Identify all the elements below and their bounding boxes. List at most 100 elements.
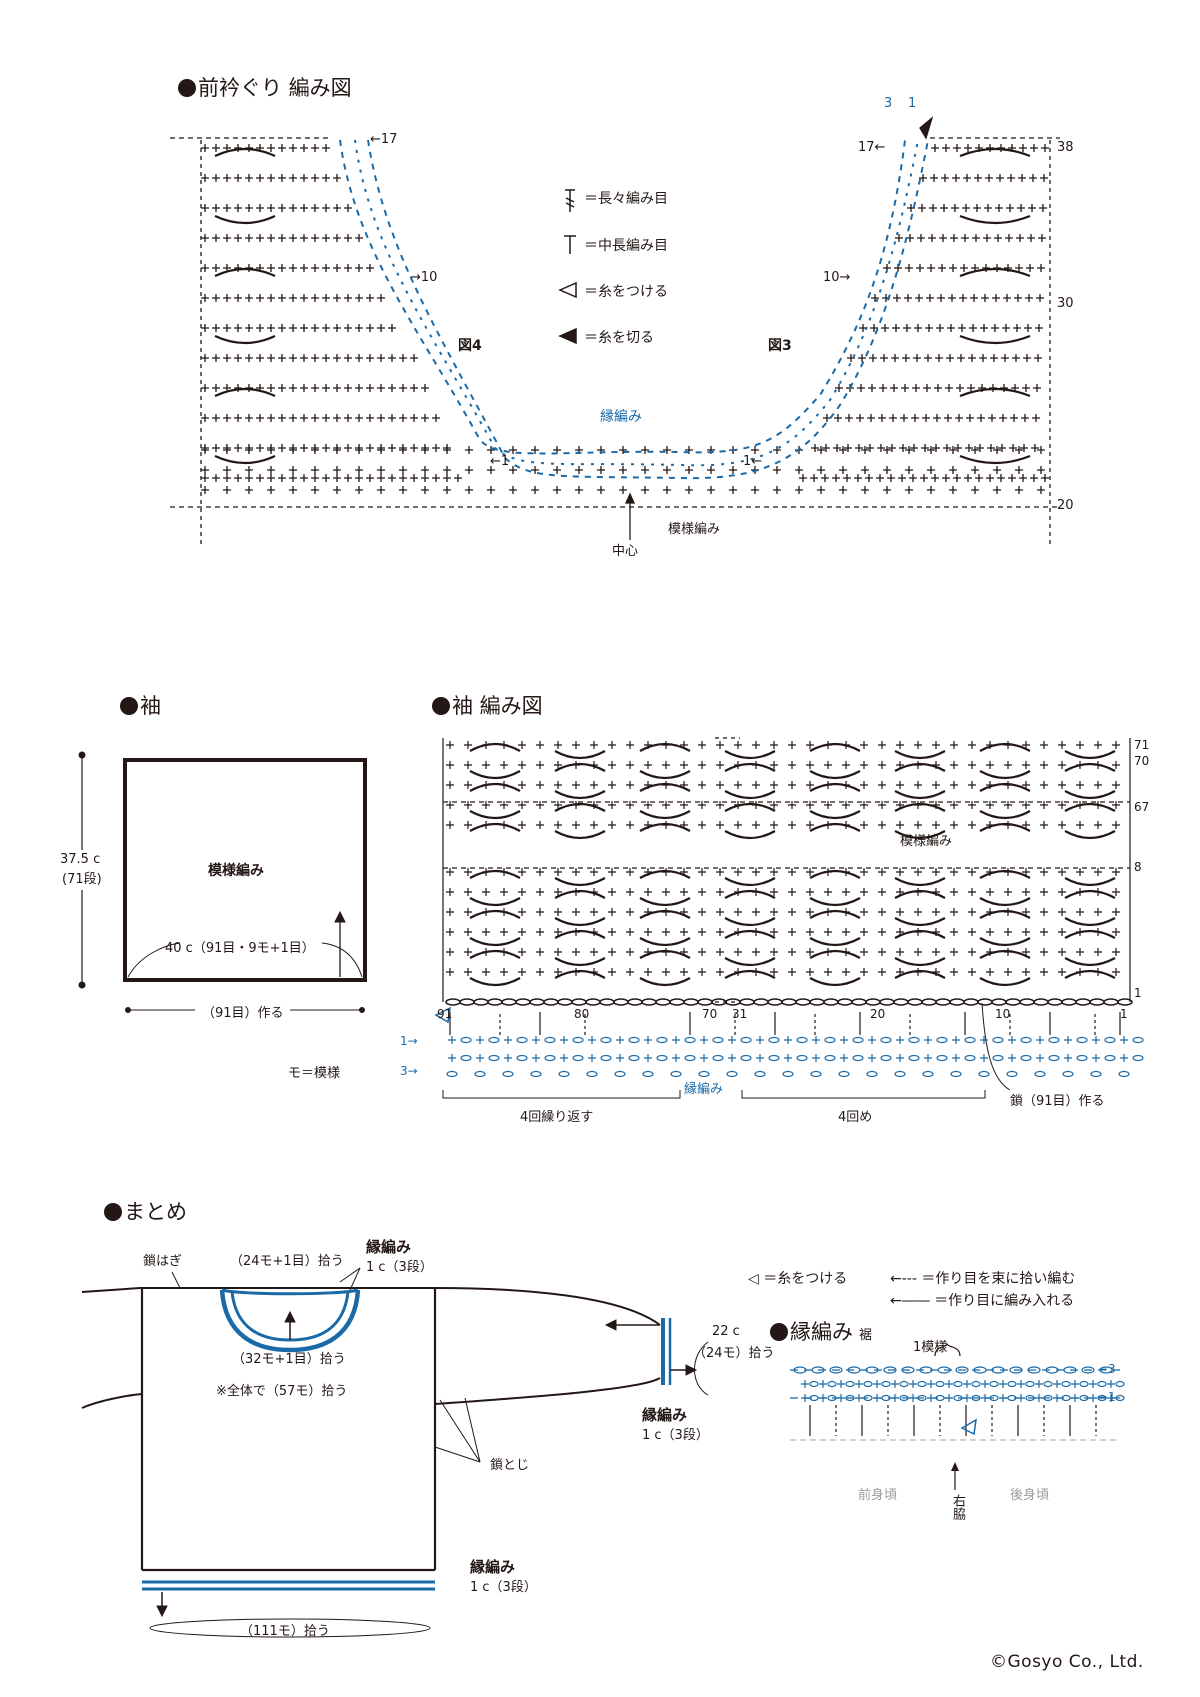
row-number-1: 1 xyxy=(1134,986,1142,1000)
single-crochet-mark xyxy=(518,908,526,916)
single-crochet-mark xyxy=(861,446,869,454)
single-crochet-mark xyxy=(300,294,308,302)
single-crochet-mark xyxy=(974,174,982,182)
single-crochet-mark xyxy=(572,821,580,829)
single-crochet-mark xyxy=(861,486,869,494)
single-crochet-mark xyxy=(245,324,253,332)
single-crochet-mark xyxy=(973,204,981,212)
single-crochet-mark xyxy=(619,486,627,494)
single-crochet-mark xyxy=(927,486,935,494)
single-crochet-mark xyxy=(344,474,352,482)
single-crochet-mark xyxy=(536,968,544,976)
single-crochet-mark xyxy=(939,234,947,242)
join-yarn-marker xyxy=(960,1418,977,1436)
chain-arc xyxy=(979,770,1031,780)
single-crochet-mark xyxy=(969,324,977,332)
single-crochet-mark xyxy=(997,474,1005,482)
width-arc-left xyxy=(127,942,181,978)
single-crochet-mark xyxy=(1040,968,1048,976)
chain-arc xyxy=(809,822,861,832)
single-crochet-mark xyxy=(888,444,896,452)
single-crochet-mark xyxy=(333,294,341,302)
single-crochet-mark xyxy=(1058,781,1066,789)
single-crochet-mark xyxy=(289,446,297,454)
single-crochet-mark xyxy=(983,234,991,242)
single-crochet-mark xyxy=(950,761,958,769)
single-crochet-mark xyxy=(267,324,275,332)
hem-edging-chart xyxy=(790,1342,1125,1490)
chain-arc xyxy=(809,742,861,752)
hem-chain xyxy=(971,1380,981,1388)
single-crochet-mark xyxy=(1032,414,1040,422)
single-crochet-mark xyxy=(626,928,634,936)
single-crochet-mark xyxy=(245,466,253,474)
single-crochet-mark xyxy=(1036,294,1044,302)
single-crochet-mark xyxy=(901,384,909,392)
chain-arc xyxy=(809,909,861,919)
edging-chain xyxy=(782,1070,794,1078)
chain-arc xyxy=(639,742,691,752)
single-crochet-mark xyxy=(950,741,958,749)
single-crochet-mark xyxy=(464,741,472,749)
single-crochet-mark xyxy=(619,466,627,474)
single-crochet-mark xyxy=(949,466,957,474)
single-crochet-mark xyxy=(464,761,472,769)
hem-chain xyxy=(989,1380,999,1388)
single-crochet-mark xyxy=(964,474,972,482)
single-crochet-mark xyxy=(1076,1466,1084,1474)
edging-chain xyxy=(796,1036,808,1044)
single-crochet-mark xyxy=(842,801,850,809)
stitch-number-91: 91 xyxy=(437,1007,453,1021)
hem-chain xyxy=(919,1366,933,1374)
single-crochet-mark xyxy=(590,948,598,956)
edging-chain xyxy=(684,1036,696,1044)
single-crochet-mark xyxy=(377,324,385,332)
single-crochet-mark xyxy=(421,474,429,482)
single-crochet-mark xyxy=(914,948,922,956)
single-crochet-mark xyxy=(536,928,544,936)
edging-chain xyxy=(824,1054,836,1062)
single-crochet-mark xyxy=(410,474,418,482)
single-crochet-mark xyxy=(716,781,724,789)
single-crochet-mark xyxy=(1019,474,1027,482)
single-crochet-mark xyxy=(914,324,922,332)
row-number-20: 20 xyxy=(1057,498,1074,513)
single-crochet-mark xyxy=(289,466,297,474)
single-crochet-mark xyxy=(509,446,517,454)
single-crochet-mark xyxy=(1076,1456,1084,1464)
single-crochet-mark xyxy=(972,234,980,242)
single-crochet-mark xyxy=(839,446,847,454)
single-crochet-mark xyxy=(1090,1466,1098,1474)
edging-chain xyxy=(600,1054,612,1062)
single-crochet-mark xyxy=(978,1446,986,1454)
single-crochet-mark xyxy=(1090,1456,1098,1464)
hem-pickup: （111モ）拾う xyxy=(240,1624,330,1639)
hem-chain xyxy=(827,1394,837,1402)
edging-sc xyxy=(952,1054,960,1062)
single-crochet-mark xyxy=(788,948,796,956)
single-crochet-mark xyxy=(986,474,994,482)
sleeve-edging-stitches xyxy=(446,1036,1144,1078)
single-crochet-mark xyxy=(968,781,976,789)
hem-sc xyxy=(945,1380,953,1388)
single-crochet-mark xyxy=(842,928,850,936)
chain-arc xyxy=(724,790,776,800)
single-crochet-mark xyxy=(446,741,454,749)
row-number-30: 30 xyxy=(1057,296,1074,311)
chain-arc xyxy=(1064,957,1116,967)
single-crochet-mark xyxy=(752,948,760,956)
single-crochet-mark xyxy=(234,324,242,332)
single-crochet-mark xyxy=(871,294,879,302)
single-crochet-mark xyxy=(278,264,286,272)
repeat-bracket-right xyxy=(741,1090,986,1099)
edging-chain xyxy=(572,1036,584,1044)
fig4-label: 図4 xyxy=(458,338,482,354)
single-crochet-mark xyxy=(1022,781,1030,789)
edging-sc xyxy=(476,1036,484,1044)
single-crochet-mark xyxy=(626,908,634,916)
single-crochet-mark xyxy=(201,486,209,494)
edging-sc xyxy=(1064,1054,1072,1062)
single-crochet-mark xyxy=(898,474,906,482)
single-crochet-mark xyxy=(950,234,958,242)
single-crochet-mark xyxy=(824,888,832,896)
